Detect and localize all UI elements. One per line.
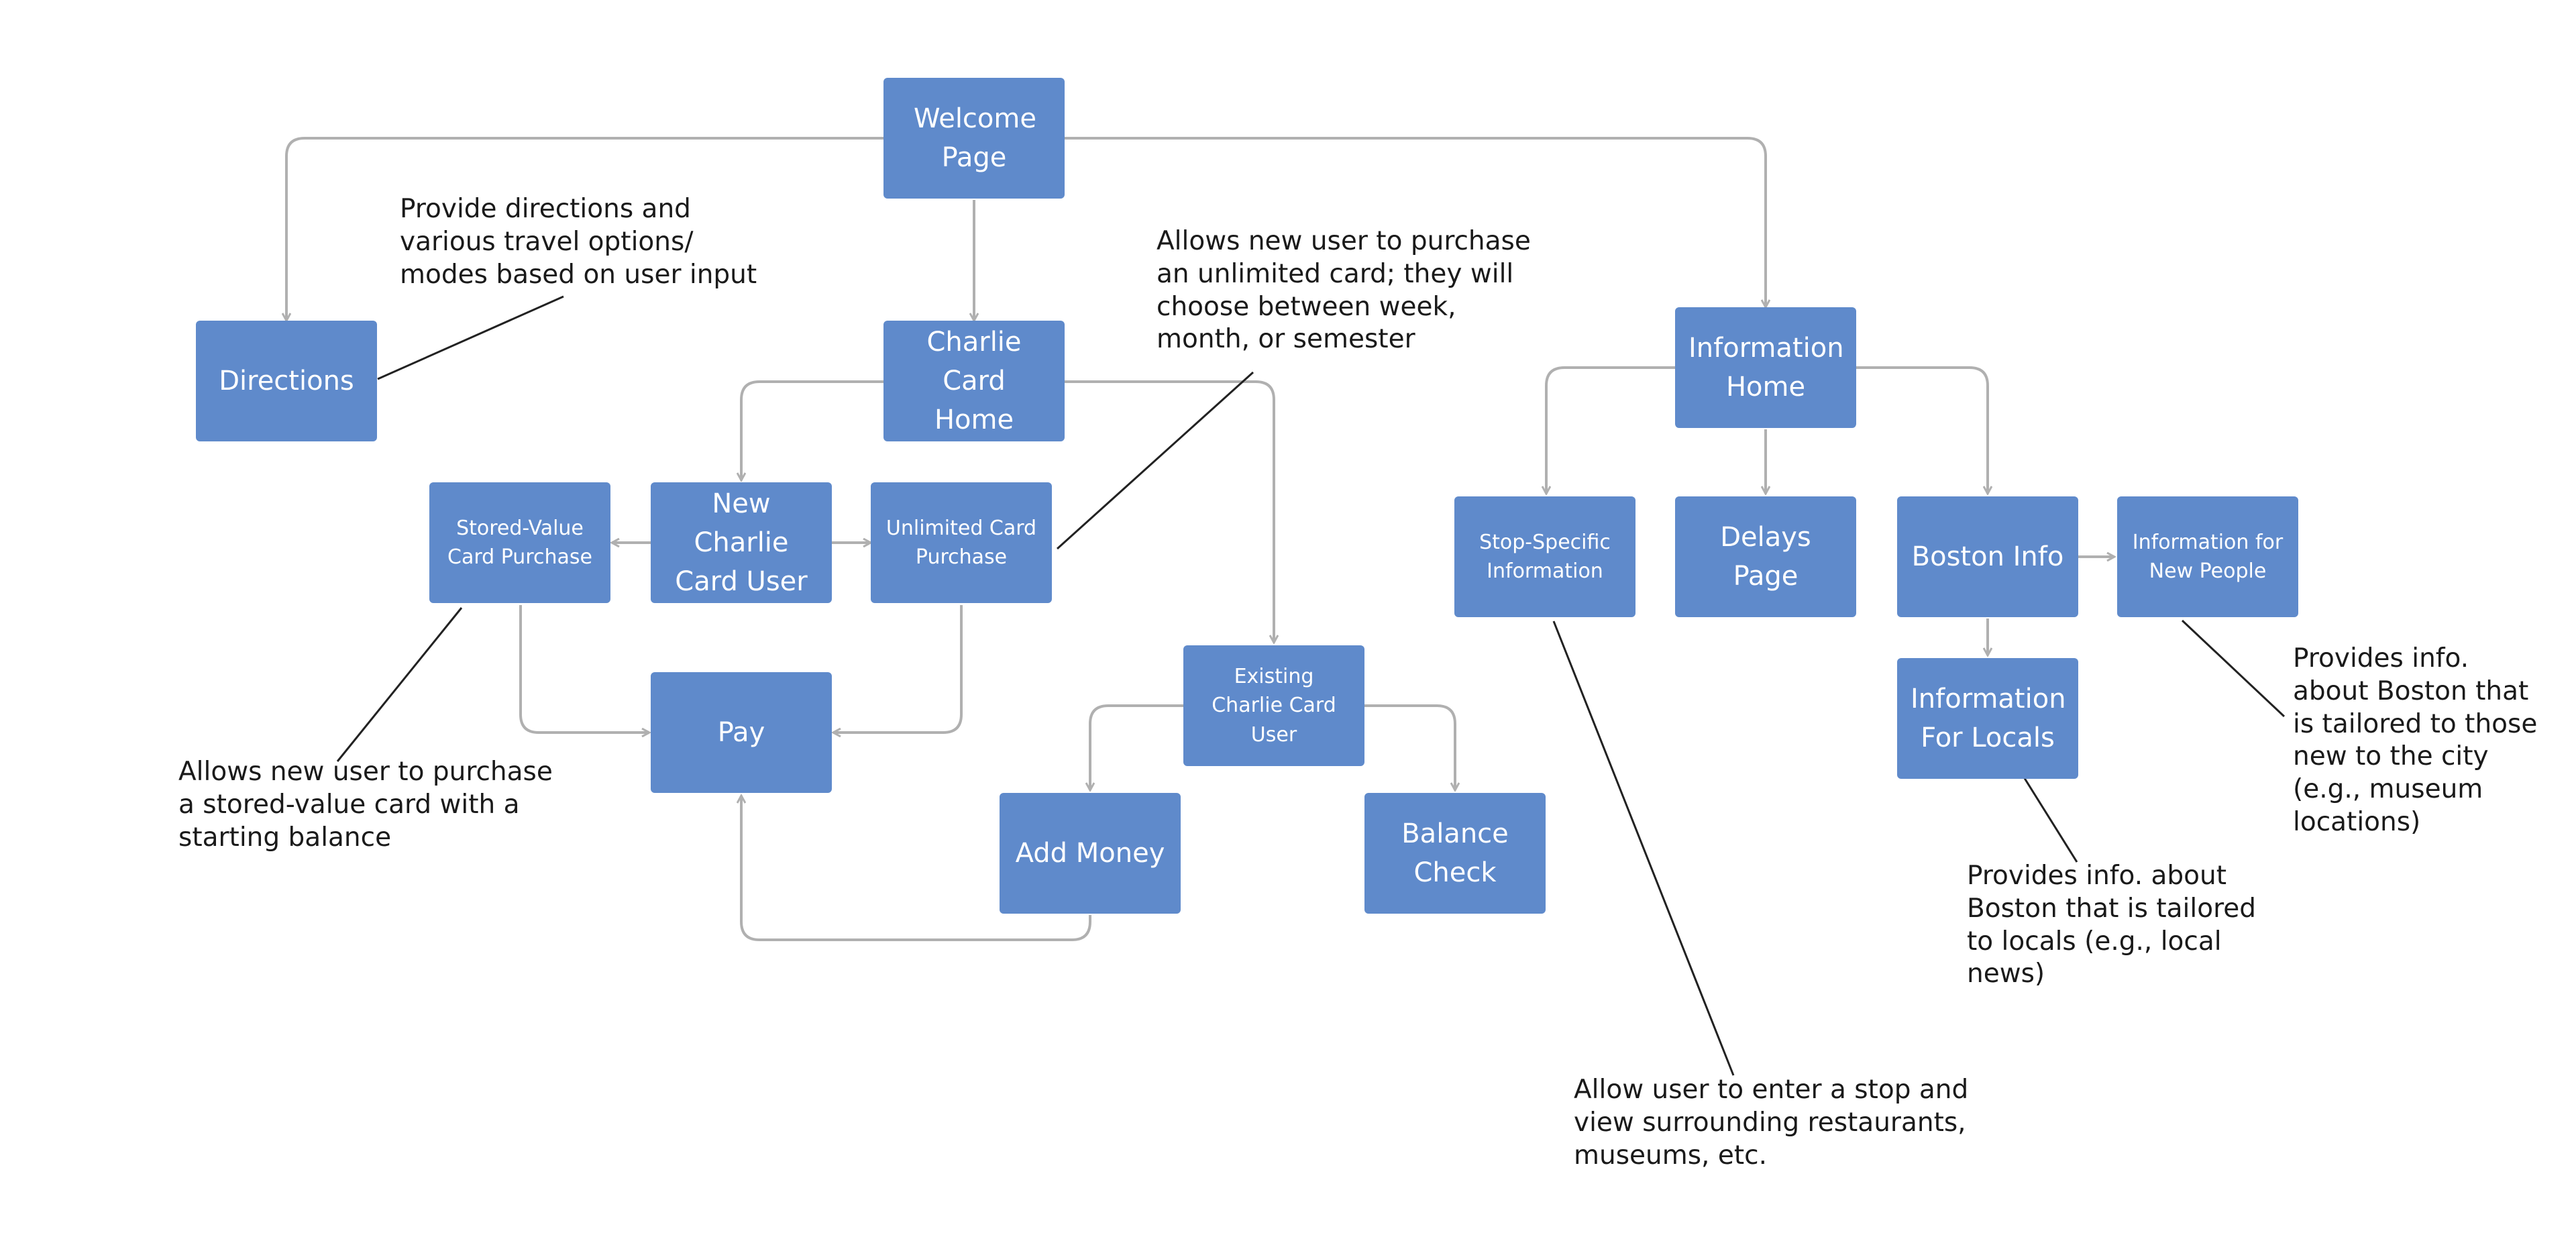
node-information-home: Information Home bbox=[1675, 307, 1856, 428]
node-information-home-label: Information Home bbox=[1688, 333, 1844, 402]
node-stored-value-card-purchase-label: Stored-Value Card Purchase bbox=[447, 516, 592, 570]
connector-welcome-info-home bbox=[1065, 137, 1766, 307]
callout-line-locals bbox=[2022, 775, 2078, 863]
connector-welcome-directions bbox=[286, 137, 883, 321]
node-charlie-card-home: Charlie Card Home bbox=[883, 321, 1065, 441]
connector-existing-balance bbox=[1364, 704, 1455, 790]
connector-existing-add-money bbox=[1090, 704, 1183, 790]
node-balance-check: Balance Check bbox=[1364, 793, 1546, 914]
connector-info-home-boston-info bbox=[1856, 366, 1988, 494]
node-boston-info-label: Boston Info bbox=[1911, 541, 2064, 572]
node-information-for-locals: Information For Locals bbox=[1897, 658, 2078, 779]
node-new-charlie-card-user-label: New Charlie Card User bbox=[675, 488, 808, 597]
node-delays-page: Delays Page bbox=[1675, 496, 1856, 617]
node-add-money-label: Add Money bbox=[1015, 838, 1165, 869]
callout-line-unlimited bbox=[1056, 371, 1254, 550]
note-unlimited-card: Allows new user to purchase an unlimited… bbox=[1157, 226, 1531, 355]
note-stop-specific: Allow user to enter a stop and view surr… bbox=[1574, 1075, 1969, 1171]
node-pay: Pay bbox=[651, 672, 832, 793]
node-unlimited-card-purchase-label: Unlimited Card Purchase bbox=[885, 516, 1037, 570]
node-information-for-new-people: Information for New People bbox=[2117, 496, 2298, 617]
node-directions: Directions bbox=[196, 321, 377, 441]
node-stop-specific-information: Stop-Specific Information bbox=[1454, 496, 1635, 617]
note-stored-value-card: Allows new user to purchase a stored-val… bbox=[178, 757, 553, 853]
node-stored-value-card-purchase: Stored-Value Card Purchase bbox=[429, 482, 610, 603]
node-welcome-page: Welcome Page bbox=[883, 78, 1065, 199]
node-add-money: Add Money bbox=[1000, 793, 1181, 914]
connector-stored-value-pay bbox=[519, 605, 649, 733]
node-welcome-page-label: Welcome Page bbox=[914, 103, 1036, 173]
node-boston-info: Boston Info bbox=[1897, 496, 2078, 617]
node-delays-page-label: Delays Page bbox=[1720, 522, 1811, 592]
note-information-for-locals: Provides info. about Boston that is tail… bbox=[1967, 861, 2256, 989]
node-charlie-card-home-label: Charlie Card Home bbox=[926, 327, 1022, 435]
node-unlimited-card-purchase: Unlimited Card Purchase bbox=[871, 482, 1052, 603]
callout-line-stop-specific bbox=[1552, 621, 1735, 1076]
node-existing-charlie-card-user-label: Existing Charlie Card User bbox=[1212, 664, 1336, 747]
callout-line-stored-value bbox=[336, 607, 463, 762]
connector-unlimited-pay bbox=[833, 605, 963, 733]
note-information-for-new-people: Provides info. about Boston that is tail… bbox=[2293, 643, 2538, 837]
connector-add-money-pay bbox=[741, 796, 1091, 941]
note-directions: Provide directions and various travel op… bbox=[400, 194, 757, 290]
node-pay-label: Pay bbox=[717, 717, 765, 748]
connector-charlie-home-existing-user bbox=[1065, 380, 1274, 643]
node-new-charlie-card-user: New Charlie Card User bbox=[651, 482, 832, 603]
node-balance-check-label: Balance Check bbox=[1401, 818, 1509, 888]
node-existing-charlie-card-user: Existing Charlie Card User bbox=[1183, 645, 1364, 766]
callout-line-directions bbox=[377, 295, 564, 380]
node-information-for-locals-label: Information For Locals bbox=[1911, 684, 2066, 753]
connector-info-home-stop-specific bbox=[1546, 366, 1675, 494]
callout-line-new-people bbox=[2181, 619, 2286, 718]
node-information-for-new-people-label: Information for New People bbox=[2132, 530, 2284, 584]
node-directions-label: Directions bbox=[219, 366, 354, 396]
connector-charlie-home-new-user bbox=[741, 380, 883, 480]
node-stop-specific-information-label: Stop-Specific Information bbox=[1479, 530, 1611, 584]
